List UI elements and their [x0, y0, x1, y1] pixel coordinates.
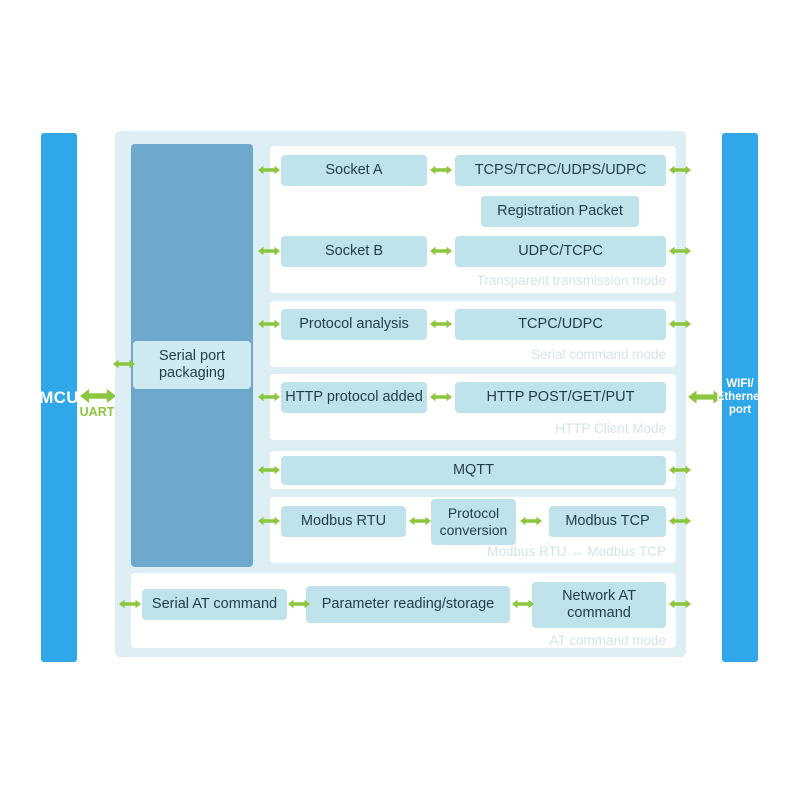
block-protocol-conversion[interactable]: Protocol conversion	[431, 499, 516, 545]
block-network-at-command[interactable]: Network AT command	[532, 582, 666, 628]
mcu-endpoint-bar: MCU	[39, 133, 79, 662]
arrow-left-socket-a-icon	[258, 163, 280, 177]
caption-http-client-mode: HTTP Client Mode	[555, 421, 666, 436]
arrow-udpc-to-network-icon	[669, 244, 691, 258]
serial-port-packaging-block: Serial port packaging	[133, 341, 251, 389]
arrow-network-at-to-network-icon	[669, 597, 691, 611]
arrow-parameter-to-network-at-icon	[512, 597, 534, 611]
net-label-line3: port	[728, 404, 752, 416]
serial-packaging-arrow-icon	[113, 357, 135, 371]
arrow-protocol-analysis-to-tcpc-icon	[430, 317, 452, 331]
caption-modbus-mode: Modbus RTU ↔ Modbus TCP	[487, 544, 666, 559]
caption-transparent-transmission-mode: Transparent transmission mode	[476, 273, 666, 288]
block-network-at-command-line1: Network AT	[562, 588, 636, 604]
arrow-socket-b-to-udpc-icon	[430, 244, 452, 258]
arrow-left-protocol-analysis-icon	[258, 317, 280, 331]
block-modbus-rtu-label: Modbus RTU	[300, 513, 387, 529]
block-registration-packet-label: Registration Packet	[497, 203, 623, 219]
arrow-conversion-to-modbus-tcp-icon	[520, 514, 542, 528]
arrow-mqtt-to-network-icon	[669, 463, 691, 477]
block-tcps-tcpc-udps-udpc[interactable]: TCPS/TCPC/UDPS/UDPC	[455, 155, 666, 186]
arrow-tcps-to-network-icon	[669, 163, 691, 177]
block-protocol-analysis[interactable]: Protocol analysis	[281, 309, 427, 340]
arrow-left-modbus-rtu-icon	[258, 514, 280, 528]
caption-at-command-mode: AT command mode	[549, 633, 666, 648]
block-parameter-reading-storage[interactable]: Parameter reading/storage	[306, 586, 510, 623]
block-modbus-rtu[interactable]: Modbus RTU	[281, 506, 406, 537]
block-serial-at-command-label: Serial AT command	[151, 596, 278, 612]
block-socket-a[interactable]: Socket A	[281, 155, 427, 186]
block-http-protocol-added-label: HTTP protocol added	[285, 389, 423, 405]
arrow-left-socket-b-icon	[258, 244, 280, 258]
serial-packaging-line1: Serial port	[158, 348, 226, 364]
block-network-at-command-line2: command	[567, 605, 631, 621]
block-protocol-conversion-line2: conversion	[439, 522, 508, 538]
block-socket-b-label: Socket B	[324, 243, 384, 259]
arrow-left-serial-at-icon	[119, 597, 141, 611]
block-mqtt-label: MQTT	[452, 462, 495, 478]
mcu-label: MCU	[39, 387, 79, 407]
block-http-protocol-added[interactable]: HTTP protocol added	[281, 382, 427, 413]
block-modbus-tcp-label: Modbus TCP	[565, 513, 650, 529]
arrow-device-to-network-port-icon	[688, 387, 722, 407]
block-tcpc-udpc[interactable]: TCPC/UDPC	[455, 309, 666, 340]
net-label-line1: WIFI/	[726, 378, 754, 390]
block-tcpc-udpc-label: TCPC/UDPC	[518, 316, 603, 332]
arrow-socket-a-to-tcps-icon	[430, 163, 452, 177]
block-registration-packet[interactable]: Registration Packet	[481, 196, 639, 227]
block-http-post-get-put[interactable]: HTTP POST/GET/PUT	[455, 382, 666, 413]
arrow-left-http-added-icon	[258, 390, 280, 404]
arrow-modbus-tcp-to-network-icon	[669, 514, 691, 528]
arrow-serial-at-to-parameter-icon	[288, 597, 310, 611]
block-parameter-reading-storage-label: Parameter reading/storage	[321, 596, 495, 612]
block-tcps-label: TCPS/TCPC/UDPS/UDPC	[474, 162, 647, 178]
block-modbus-tcp[interactable]: Modbus TCP	[549, 506, 666, 537]
arrow-tcpc-to-network-icon	[669, 317, 691, 331]
arrow-left-mqtt-icon	[258, 463, 280, 477]
wifi-ethernet-port-endpoint-bar: WIFI/ Ethernet port	[717, 133, 763, 662]
uart-label: UART	[79, 405, 115, 419]
arrow-modbus-rtu-to-conversion-icon	[409, 514, 431, 528]
uart-arrow-icon	[80, 386, 116, 406]
arrow-http-added-to-verbs-icon	[430, 390, 452, 404]
block-udpc-tcpc-label: UDPC/TCPC	[518, 243, 603, 259]
block-socket-a-label: Socket A	[325, 162, 383, 178]
block-mqtt[interactable]: MQTT	[281, 456, 666, 485]
caption-serial-command-mode: Serial command mode	[530, 347, 666, 362]
block-serial-at-command[interactable]: Serial AT command	[142, 589, 287, 620]
net-label-line2: Ethernet	[716, 391, 764, 403]
block-protocol-analysis-label: Protocol analysis	[299, 316, 409, 332]
block-protocol-conversion-line1: Protocol	[447, 505, 500, 521]
block-udpc-tcpc[interactable]: UDPC/TCPC	[455, 236, 666, 267]
block-socket-b[interactable]: Socket B	[281, 236, 427, 267]
block-http-post-get-put-label: HTTP POST/GET/PUT	[486, 389, 635, 405]
serial-packaging-line2: packaging	[158, 365, 226, 381]
